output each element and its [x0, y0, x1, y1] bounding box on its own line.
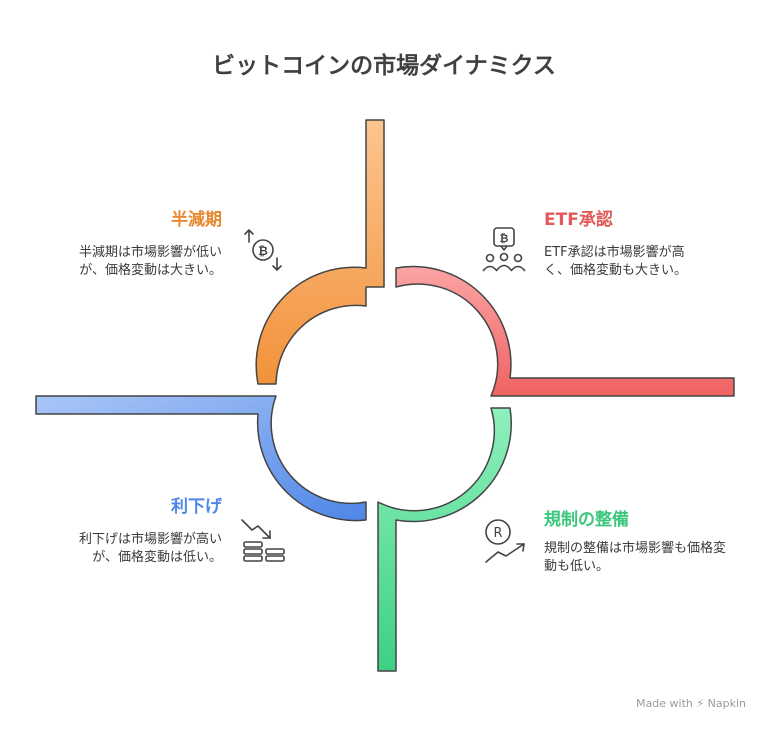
regulation-heading: 規制の整備	[544, 510, 629, 530]
regulation-description: 規制の整備は市場影響も価格変動も低い。	[544, 541, 727, 574]
etf-heading: ETF承認	[544, 210, 613, 230]
rate-cut-heading: 利下げ	[171, 497, 222, 517]
halving-heading: 半減期	[171, 210, 222, 230]
halving-description: 半減期は市場影響が低いが、価格変動は大きい。	[78, 245, 222, 278]
bitcoin-cycle-icon: ₿	[244, 229, 282, 271]
napkin-logo-icon: ⚡	[696, 697, 705, 710]
svg-text:₿: ₿	[258, 244, 268, 258]
napkin-brand: Napkin	[707, 697, 746, 710]
made-with-label: Made with	[636, 697, 693, 710]
rate-cut-description: 利下げは市場影響が高いが、価格変動は低い。	[78, 532, 222, 565]
segment-regulation	[377, 407, 512, 672]
etf-description: ETF承認は市場影響が高く、価格変動も大きい。	[544, 245, 688, 278]
bitcoin-community-icon: ₿	[482, 227, 526, 272]
segment-rate-cut	[35, 395, 367, 522]
diagram-title: ビットコインの市場ダイナミクス	[212, 53, 556, 79]
segment-etf	[395, 265, 735, 397]
napkin-footer[interactable]: Made with ⚡ Napkin	[636, 697, 746, 710]
coins-decline-icon	[241, 519, 285, 562]
svg-text:R: R	[493, 526, 502, 541]
regulation-growth-icon: R	[485, 519, 525, 563]
segment-halving	[255, 119, 385, 385]
svg-text:₿: ₿	[500, 232, 509, 245]
